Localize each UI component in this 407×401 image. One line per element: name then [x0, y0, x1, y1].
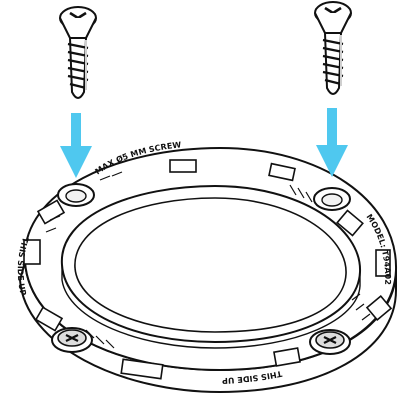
tab-right-lower — [365, 294, 393, 322]
ring-tabs — [23, 159, 393, 380]
seated-screw-cross-icon — [65, 334, 79, 342]
tab-left-lower — [34, 306, 64, 332]
tab-bottom-mid — [120, 358, 164, 380]
ring-inner-wall — [61, 265, 361, 349]
ring-ribbing — [45, 171, 371, 349]
seated-screw-cross-icon — [323, 336, 337, 344]
tab-right-side — [375, 249, 391, 277]
down-arrow-left — [60, 113, 92, 178]
tab-top-right — [268, 162, 296, 182]
screw-left-icon — [59, 6, 97, 99]
tab-bottom-right — [273, 347, 301, 367]
screw-hole-back-right — [313, 187, 351, 211]
screw-hole-front-left — [51, 327, 93, 353]
mounting-ring — [19, 147, 398, 393]
screw-right-icon — [314, 1, 352, 95]
tab-top-mid — [169, 159, 197, 173]
tab-left-upper — [23, 239, 41, 265]
tab-right-upper — [336, 209, 364, 237]
down-arrow-right — [316, 108, 348, 177]
screw-hole-back-left — [57, 183, 95, 207]
ring-inner-lip — [74, 197, 347, 333]
screw-hole-front-right — [309, 329, 351, 355]
ring-top-face — [23, 147, 398, 371]
